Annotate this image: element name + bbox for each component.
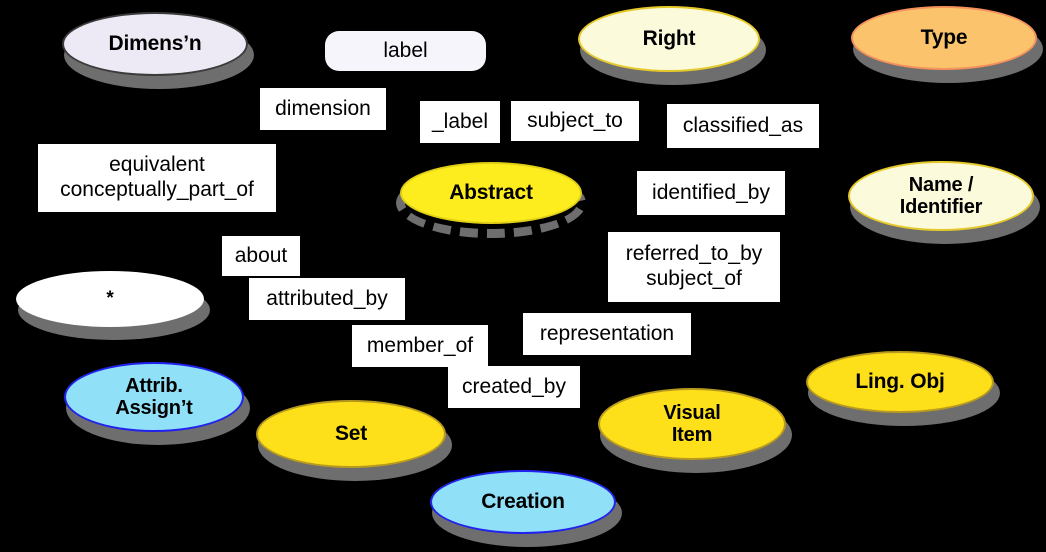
- label-text-representation: representation: [539, 321, 675, 345]
- label-text-about-prop: about: [234, 243, 288, 267]
- node-asterisk[interactable]: *: [16, 271, 204, 327]
- node-label-type: Type: [920, 26, 968, 50]
- label-text-subject-to-prop: subject_to: [527, 108, 623, 132]
- label-text-classified-as: classified_as: [682, 113, 804, 137]
- node-attribute-assignment[interactable]: Attrib. Assign’t: [64, 362, 244, 432]
- node-label-right: Right: [642, 27, 696, 51]
- label-attributed-by[interactable]: attributed_by: [249, 278, 405, 320]
- node-label-name-identifier: Name / Identifier: [899, 173, 983, 218]
- label-representation[interactable]: representation: [523, 313, 691, 355]
- label-text-referred-group: referred_to_by subject_of: [625, 242, 763, 290]
- node-label-dimension: Dimens’n: [108, 32, 202, 56]
- label-subject-to-prop[interactable]: subject_to: [511, 101, 639, 141]
- node-name-identifier[interactable]: Name / Identifier: [848, 161, 1034, 231]
- pill-label-label-pill: label: [383, 39, 428, 62]
- node-right[interactable]: Right: [578, 6, 760, 72]
- label-identified-by[interactable]: identified_by: [637, 171, 785, 215]
- label-text-created-by: created_by: [462, 374, 566, 398]
- node-abstract[interactable]: Abstract: [400, 162, 582, 224]
- label-member-of[interactable]: member_of: [352, 325, 488, 367]
- node-set[interactable]: Set: [256, 400, 446, 468]
- label-classified-as[interactable]: classified_as: [667, 104, 819, 148]
- node-label-asterisk: *: [106, 288, 114, 310]
- node-dimension[interactable]: Dimens’n: [62, 12, 248, 76]
- label-text-dimension-prop: dimension: [275, 96, 371, 120]
- label-text-attributed-by: attributed_by: [266, 286, 388, 310]
- label-dimension-prop[interactable]: dimension: [260, 88, 386, 130]
- label-about-prop[interactable]: about: [222, 236, 300, 276]
- label-text-label-prop: _label: [431, 109, 489, 133]
- label-text-identified-by: identified_by: [652, 180, 770, 204]
- node-label-abstract: Abstract: [449, 181, 533, 205]
- label-equivalent-group[interactable]: equivalent conceptually_part_of: [38, 144, 276, 212]
- node-label-linguistic-object: Ling. Obj: [855, 370, 945, 394]
- node-label-creation: Creation: [481, 490, 565, 514]
- label-text-equivalent-group: equivalent conceptually_part_of: [60, 153, 254, 201]
- node-type[interactable]: Type: [851, 6, 1037, 70]
- node-visual-item[interactable]: Visual Item: [598, 388, 786, 460]
- node-label-attribute-assignment: Attrib. Assign’t: [115, 374, 193, 419]
- node-creation[interactable]: Creation: [430, 470, 616, 534]
- label-text-member-of: member_of: [366, 333, 474, 357]
- node-label-set: Set: [334, 422, 368, 446]
- pill-label-pill[interactable]: label: [325, 31, 486, 71]
- label-label-prop[interactable]: _label: [420, 101, 500, 143]
- node-label-visual-item: Visual Item: [663, 401, 721, 446]
- node-linguistic-object[interactable]: Ling. Obj: [806, 351, 994, 413]
- label-referred-group[interactable]: referred_to_by subject_of: [608, 232, 780, 302]
- label-created-by[interactable]: created_by: [448, 366, 580, 408]
